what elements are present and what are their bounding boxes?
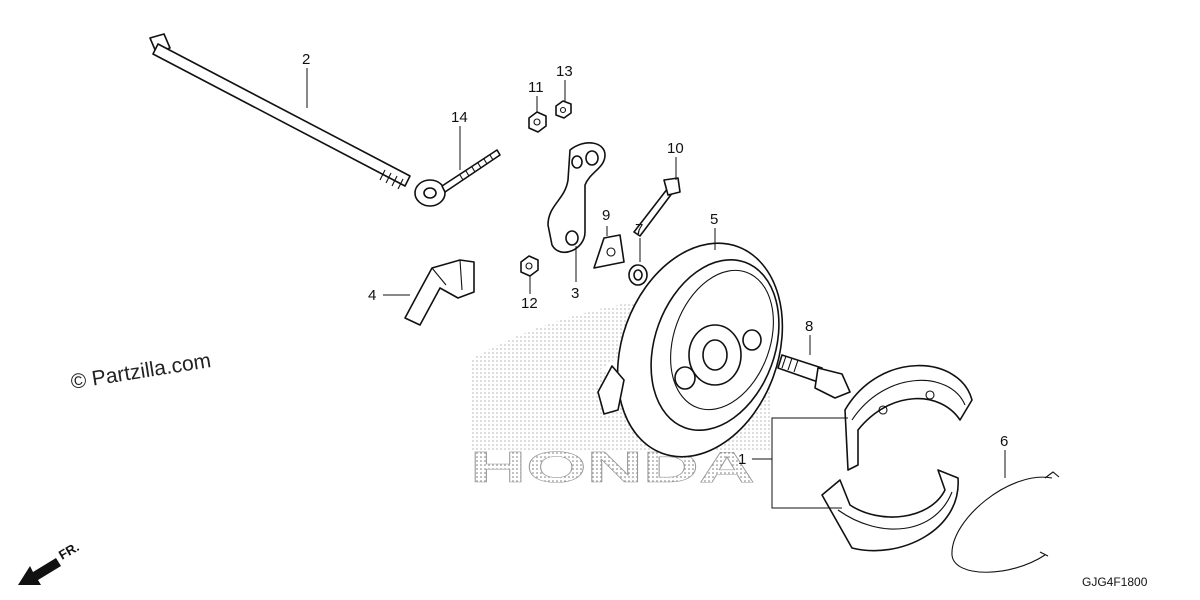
brake-cam [777,354,851,399]
brake-arm [547,142,606,254]
front-arrow-icon [18,558,61,585]
flange-bolt [633,177,681,237]
nut-13 [555,100,572,119]
nut-12 [520,255,539,277]
callout-7: 7 [635,221,643,238]
callout-8: 8 [805,318,813,335]
leader-lines [306,68,1006,509]
front-direction-label: FR. [56,539,82,562]
brake-panel [597,242,784,458]
shoe-return-spring [951,471,1060,573]
brake-shoe-upper [844,364,973,471]
callout-4: 4 [368,287,376,304]
front-direction-indicator: FR. [18,539,82,585]
callout-13: 13 [556,63,573,80]
wear-indicator-plate [593,234,625,269]
callout-12: 12 [521,295,538,312]
callout-5: 5 [710,211,718,228]
callout-2: 2 [302,51,310,68]
callout-14: 14 [451,109,468,126]
callout-10: 10 [667,140,684,157]
nut-11 [528,111,547,133]
adjuster-bolt [414,149,501,207]
watermark-text: © Partzilla.com [69,349,212,394]
callout-1: 1 [738,451,746,468]
washer [628,264,648,286]
diagram-code: GJG4F1800 [1082,575,1148,589]
axle-bolt [149,33,411,190]
callout-6: 6 [1000,433,1008,450]
callout-9: 9 [602,207,610,224]
callout-11: 11 [528,79,544,96]
callout-3: 3 [571,285,579,302]
brake-shoe-lower [821,469,959,552]
brake-cable-clip [404,259,475,326]
